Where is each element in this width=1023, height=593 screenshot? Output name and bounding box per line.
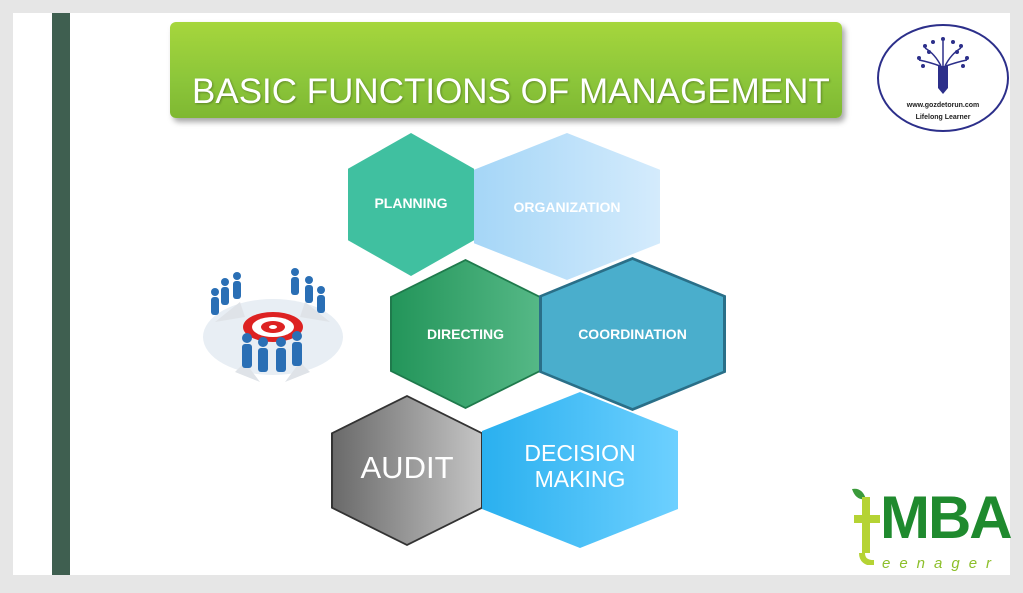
teenager-mba-logo: MBA eenager — [848, 484, 1013, 575]
logo-main: MBA — [880, 484, 1013, 551]
slide-accent-bar — [52, 13, 70, 575]
label-directing: DIRECTING — [427, 326, 504, 342]
label-audit: AUDIT — [360, 449, 454, 485]
label-decision: DECISION — [524, 440, 636, 466]
label-coordination: COORDINATION — [578, 326, 687, 342]
hex-decision-making: DECISION MAKING — [482, 392, 678, 548]
logo-tagline: Lifelong Learner — [915, 114, 971, 121]
logo-url: www.gozdetorun.com — [906, 102, 980, 109]
leaf-t-icon — [852, 488, 880, 565]
title-banner: BASIC FUNCTIONS OF MANAGEMENT — [170, 22, 842, 118]
label-organization: ORGANIZATION — [513, 198, 621, 215]
gozdetorun-logo: www.gozdetorun.com Lifelong Learner — [877, 24, 1009, 132]
hex-directing: DIRECTING — [392, 261, 539, 407]
label-making: MAKING — [534, 466, 626, 492]
label-planning: PLANNING — [374, 194, 448, 211]
logo-sub: eenager — [882, 555, 1001, 572]
slide-title: BASIC FUNCTIONS OF MANAGEMENT — [192, 72, 830, 111]
pencil-tree-icon — [917, 37, 969, 94]
hex-organization: ORGANIZATION — [474, 133, 660, 280]
team-target-illustration — [203, 268, 343, 382]
